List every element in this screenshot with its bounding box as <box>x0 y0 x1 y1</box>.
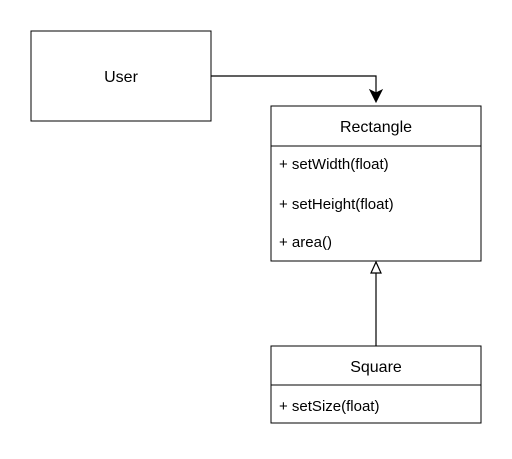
rectangle-class-name: Rectangle <box>340 119 412 136</box>
inheritance-arrow <box>370 260 382 346</box>
association-line <box>211 75 377 94</box>
rectangle-member-setwidth: + setWidth(float) <box>279 156 389 173</box>
rectangle-class-outline <box>270 105 482 262</box>
user-box[interactable]: User <box>30 30 212 122</box>
association-arrow <box>211 75 384 104</box>
square-class[interactable]: Square + setSize(float) <box>270 345 482 424</box>
rectangle-class[interactable]: Rectangle + setWidth(float) + setHeight(… <box>270 105 482 262</box>
rectangle-member-setheight: + setHeight(float) <box>279 196 394 213</box>
inheritance-arrowhead <box>370 260 382 274</box>
square-class-name: Square <box>350 359 402 376</box>
user-box-outline <box>30 30 212 122</box>
association-arrowhead <box>368 88 384 104</box>
user-box-label: User <box>104 69 138 86</box>
square-member-setsize: + setSize(float) <box>279 398 379 415</box>
rectangle-member-area: + area() <box>279 234 332 251</box>
